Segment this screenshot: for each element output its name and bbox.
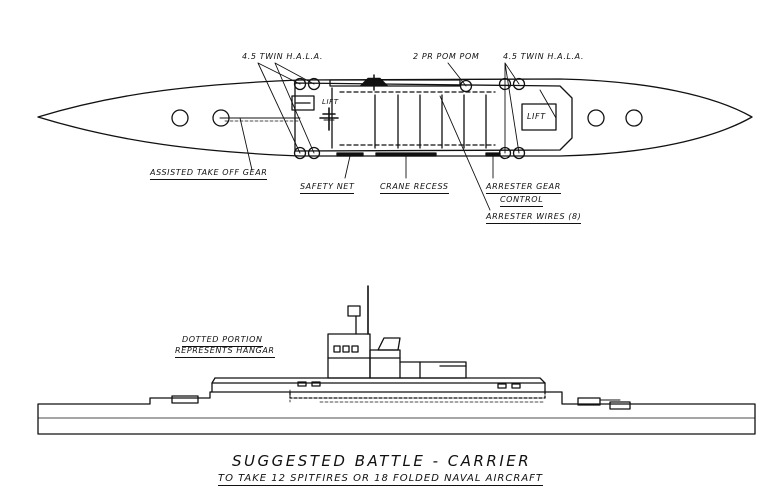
label-crane-recess: CRANE RECESS bbox=[380, 182, 449, 194]
label-lift-large: LIFT bbox=[527, 112, 546, 121]
plan-view bbox=[37, 62, 753, 211]
drawing-subtitle: TO TAKE 12 SPITFIRES OR 18 FOLDED NAVAL … bbox=[218, 473, 544, 486]
label-hala-right: 4.5 TWIN H.A.L.A. bbox=[503, 52, 585, 61]
drawing-title: SUGGESTED BATTLE - CARRIER bbox=[232, 452, 532, 470]
elevation-hull bbox=[37, 391, 756, 435]
label-assisted-takeoff: ASSISTED TAKE OFF GEAR bbox=[150, 168, 268, 180]
label-arrester-wires: ARRESTER WIRES (8) bbox=[486, 212, 582, 224]
label-dotted-portion-2: REPRESENTS HANGAR bbox=[175, 346, 275, 358]
label-dotted-portion-1: DOTTED PORTION bbox=[182, 335, 263, 347]
label-pom-pom: 2 PR POM POM bbox=[413, 52, 480, 61]
label-hala-left: 4.5 TWIN H.A.L.A. bbox=[242, 52, 324, 61]
label-arrester-gear-2: CONTROL bbox=[500, 195, 544, 207]
label-arrester-gear-1: ARRESTER GEAR bbox=[486, 182, 561, 194]
elevation-view bbox=[37, 285, 756, 435]
label-lift-small: LIFT bbox=[322, 98, 339, 106]
label-safety-net: SAFETY NET bbox=[300, 182, 355, 194]
plan-hull-outline bbox=[37, 78, 753, 157]
